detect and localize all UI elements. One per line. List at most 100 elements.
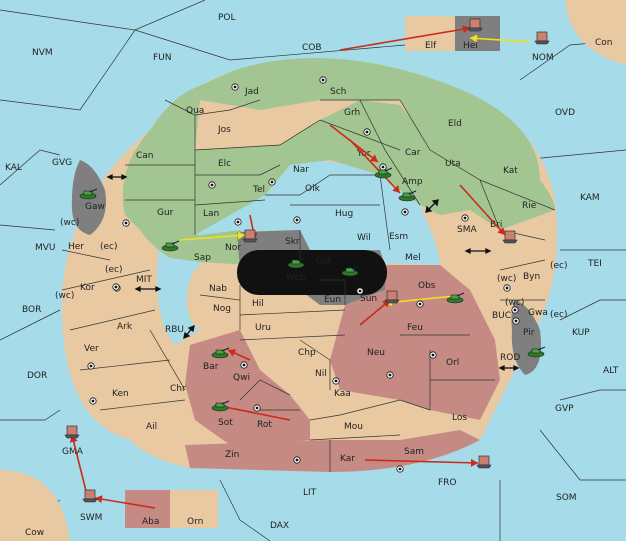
territory-label: Chr	[170, 384, 186, 394]
sea-label: COB	[302, 43, 322, 53]
coast-label: (ec)	[105, 265, 123, 275]
supply-center-icon	[396, 465, 404, 473]
tank-icon[interactable]	[446, 292, 465, 304]
ship-icon[interactable]	[502, 230, 518, 244]
territory-label: Sch	[330, 87, 346, 97]
territory-label: Amp	[402, 177, 423, 187]
sea-label: NVM	[32, 48, 53, 58]
sea-label: POL	[218, 13, 236, 23]
territory-label: Olk	[305, 184, 321, 194]
territory-label: Sun	[360, 294, 377, 304]
land-elf[interactable]	[405, 16, 455, 51]
territory-label: Byn	[523, 272, 540, 282]
sea-label: ALT	[603, 366, 619, 376]
territory-label: Lan	[203, 209, 219, 219]
coast-label: (wc)	[55, 291, 74, 301]
order-arrows	[69, 25, 531, 509]
supply-center-icon	[363, 128, 371, 136]
supply-center-icon	[268, 178, 276, 186]
tank-icon[interactable]	[161, 240, 180, 252]
units	[64, 18, 550, 503]
supply-center-icon	[253, 404, 261, 412]
region-green-west[interactable]	[122, 90, 200, 235]
tank-icon[interactable]	[374, 167, 393, 179]
land-cow[interactable]	[0, 470, 70, 541]
supply-center-icon	[379, 163, 387, 171]
ship-icon[interactable]	[384, 290, 400, 304]
territory-label: Jad	[244, 87, 259, 97]
tank-icon[interactable]	[398, 190, 417, 202]
region-green-sap[interactable]	[140, 230, 260, 265]
supply-center-icon	[87, 362, 95, 370]
coast-label: (ec)	[550, 261, 568, 271]
sea-label: GVP	[555, 404, 574, 414]
land-aba[interactable]	[125, 490, 170, 528]
territory-label: Kaa	[334, 389, 351, 399]
land-orn[interactable]	[170, 490, 218, 528]
territory-label: Chp	[298, 348, 316, 358]
sea-label: KAM	[580, 193, 600, 203]
territory-label: Skr	[285, 237, 300, 247]
tank-icon[interactable]	[211, 347, 230, 359]
territory-label: Nab	[209, 284, 227, 294]
coast-label: (wc)	[497, 274, 516, 284]
coast-labels: (wc) (ec) (wc) (ec) (wc) (ec) (wc) (ec)	[55, 218, 568, 320]
territory-label: Ark	[117, 322, 133, 332]
territory-label: Ver	[84, 344, 99, 354]
tank-icon[interactable]	[287, 257, 306, 269]
territory-label: Qua	[186, 106, 204, 116]
sea-label: RBU	[165, 325, 184, 335]
supply-center-icon	[319, 76, 327, 84]
ship-icon[interactable]	[467, 18, 483, 32]
territory-label: Zin	[225, 450, 239, 460]
order-arrow	[94, 495, 156, 509]
tank-icon[interactable]	[527, 346, 546, 358]
territory-label: Eun	[324, 295, 341, 305]
region-red-east[interactable]	[330, 265, 500, 420]
tank-icon[interactable]	[211, 400, 230, 412]
ship-icon[interactable]	[242, 229, 258, 243]
order-arrow	[227, 349, 251, 361]
region-red-west[interactable]	[185, 330, 310, 445]
sea-label: BUC	[492, 311, 511, 321]
supply-center-icon	[386, 371, 394, 379]
supply-center-icon	[293, 456, 301, 464]
ship-icon[interactable]	[82, 489, 98, 503]
territory-label: Aba	[142, 517, 159, 527]
territory-label: Mou	[344, 422, 363, 432]
supply-center-icon	[231, 83, 239, 91]
territory-label: Uru	[255, 323, 271, 333]
territory-label: Orl	[446, 358, 459, 368]
region-green-north[interactable]	[190, 58, 540, 180]
territory-label: Nor	[225, 243, 241, 253]
territory-label: Esm	[389, 232, 408, 242]
territory-label: GMA	[62, 447, 84, 457]
territory-label: Eld	[448, 119, 462, 129]
territory-label: Obs	[418, 281, 436, 291]
tank-icon[interactable]	[79, 188, 98, 200]
ship-icon[interactable]	[64, 425, 80, 439]
ship-icon[interactable]	[534, 31, 550, 45]
coast-label: (ec)	[100, 242, 118, 252]
supply-center-icon	[416, 300, 424, 308]
territory-label: Gaw	[85, 202, 105, 212]
territory-borders	[61, 99, 556, 472]
sea-label: SOM	[556, 493, 577, 503]
territory-label: Tel	[252, 185, 265, 195]
sea-label: KUP	[572, 328, 590, 338]
territory-label: Neu	[367, 348, 385, 358]
supply-centers	[87, 76, 520, 473]
supply-center-icon	[511, 306, 519, 314]
supply-center-icon	[89, 397, 97, 405]
territory-label: Kar	[340, 454, 355, 464]
coast-label: (wc)	[60, 218, 79, 228]
territory-label: Orn	[187, 517, 203, 527]
sea-label: Cow	[25, 528, 44, 538]
sea-label: Con	[595, 38, 613, 48]
tank-icon[interactable]	[341, 265, 360, 277]
territory-label: Ail	[146, 422, 157, 432]
territory-label: Qwi	[233, 373, 250, 383]
land-con[interactable]	[565, 0, 626, 65]
ship-icon[interactable]	[476, 455, 492, 469]
